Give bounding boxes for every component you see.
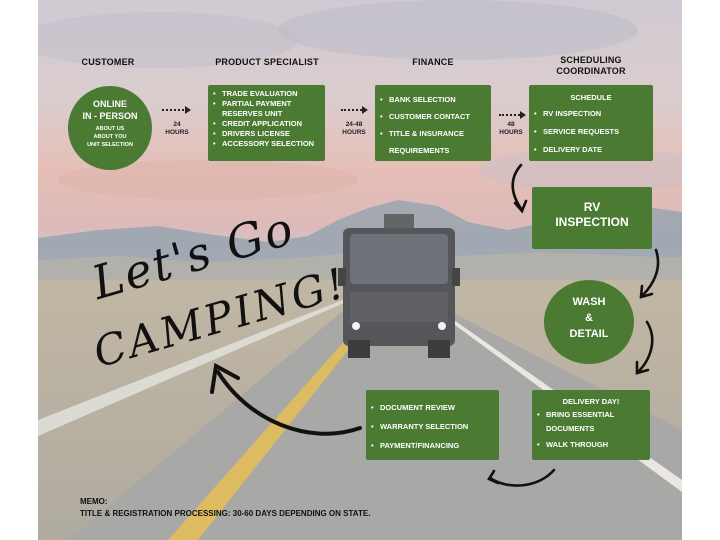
rv-inspection-line2: INSPECTION	[555, 215, 629, 229]
rv-inspection-box: RV INSPECTION	[532, 187, 652, 249]
wash-detail-line2: &	[585, 312, 593, 324]
product-specialist-box: TRADE EVALUATION PARTIAL PAYMENT RESERVE…	[208, 85, 325, 161]
delivery-item-walk-through: WALK THROUGH	[532, 438, 650, 452]
header-product-specialist: PRODUCT SPECIALIST	[215, 57, 319, 67]
header-customer: CUSTOMER	[81, 57, 135, 67]
cloud	[38, 12, 298, 68]
customer-circle-sub2: ABOUT YOU	[93, 134, 127, 140]
cloud	[278, 0, 638, 60]
timing-24-hours: 24 HOURS	[165, 121, 189, 136]
customer-circle-sub1: ABOUT US	[95, 126, 125, 132]
finance-box: BANK SELECTION CUSTOMER CONTACT TITLE & …	[375, 85, 491, 161]
rv-vehicle	[338, 214, 460, 358]
doc-item-warranty-selection: WARRANTY SELECTION	[366, 417, 499, 436]
timing-24-48-hours: 24-48 HOURS	[342, 121, 366, 136]
customer-circle-sub3: UNIT SELECTION	[87, 142, 133, 148]
infographic-canvas: CUSTOMER PRODUCT SPECIALIST FINANCE SCHE…	[38, 0, 682, 540]
delivery-item-bring-documents: BRING ESSENTIAL DOCUMENTS	[532, 408, 650, 436]
dotted-arrow-1	[162, 106, 191, 114]
documents-box: DOCUMENT REVIEW WARRANTY SELECTION PAYME…	[366, 390, 499, 460]
ps-item-accessory-selection: ACCESSORY SELECTION	[208, 139, 325, 149]
timing-48-hours: 48 HOURS	[499, 121, 523, 136]
delivery-box-title: DELIVERY DAY!	[562, 397, 620, 406]
header-finance: FINANCE	[412, 57, 454, 67]
finance-item-title-insurance: TITLE & INSURANCE REQUIREMENTS	[375, 125, 491, 159]
delivery-day-box: DELIVERY DAY! BRING ESSENTIAL DOCUMENTS …	[532, 390, 650, 460]
customer-circle-title-line1: ONLINE	[92, 99, 127, 109]
dotted-arrow-2	[341, 106, 368, 114]
memo-text: TITLE & REGISTRATION PROCESSING: 30-60 D…	[80, 509, 371, 518]
scheduling-box-title: SCHEDULE	[570, 93, 612, 102]
rv-inspection-line1: RV	[583, 200, 601, 214]
scheduling-box: SCHEDULE RV INSPECTION SERVICE REQUESTS …	[529, 85, 653, 161]
cloud	[58, 160, 358, 200]
sched-item-rv-inspection: RV INSPECTION	[529, 105, 653, 123]
wash-detail-line3: DETAIL	[569, 328, 609, 340]
customer-circle-title-line2: IN - PERSON	[82, 111, 138, 121]
ps-item-trade-evaluation: TRADE EVALUATION	[208, 89, 325, 99]
finance-item-bank-selection: BANK SELECTION	[375, 91, 491, 108]
memo-label: MEMO:	[80, 497, 108, 506]
finance-item-customer-contact: CUSTOMER CONTACT	[375, 108, 491, 125]
sched-item-service-requests: SERVICE REQUESTS	[529, 123, 653, 141]
doc-item-payment-financing: PAYMENT/FINANCING	[366, 436, 499, 455]
ps-item-drivers-license: DRIVERS LICENSE	[208, 129, 325, 139]
customer-circle: ONLINE IN - PERSON ABOUT US ABOUT YOU UN…	[68, 86, 152, 170]
wash-detail-line1: WASH	[572, 296, 606, 308]
doc-item-document-review: DOCUMENT REVIEW	[366, 398, 499, 417]
road-left-shoulder	[38, 290, 374, 436]
wash-detail-circle: WASH & DETAIL	[544, 280, 634, 364]
ps-item-partial-payment: PARTIAL PAYMENT RESERVES UNIT	[208, 99, 325, 119]
dotted-arrow-3	[499, 111, 526, 119]
header-scheduling-coordinator: SCHEDULING COORDINATOR	[556, 55, 626, 76]
sched-item-delivery-date: DELIVERY DATE	[529, 141, 653, 159]
ps-item-credit-application: CREDIT APPLICATION	[208, 119, 325, 129]
